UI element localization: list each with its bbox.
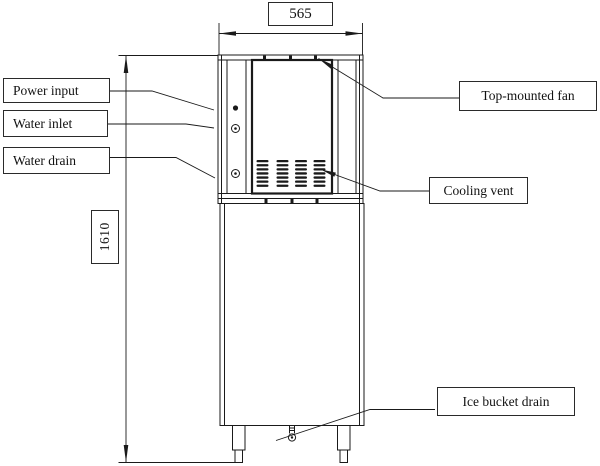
vent-slot xyxy=(313,176,326,179)
label-water-inlet: Water inlet xyxy=(3,110,108,137)
right-foot xyxy=(337,425,351,463)
vent-slot xyxy=(256,184,269,187)
label-power-input: Power input xyxy=(3,78,110,103)
top-fan-leader xyxy=(318,58,459,99)
vent-slot xyxy=(295,164,307,167)
label-ice-bucket-drain: Ice bucket drain xyxy=(437,387,575,416)
vent-slot xyxy=(295,176,307,179)
vent-slot xyxy=(313,184,326,187)
ice-bucket-drain-leader xyxy=(275,409,435,441)
vent-slot xyxy=(295,160,307,163)
label-water-drain: Water drain xyxy=(3,147,110,174)
dim-arrow-down-icon xyxy=(123,445,129,463)
water-drain-port-icon xyxy=(231,169,240,178)
leader-lines xyxy=(108,58,459,441)
vent-slot xyxy=(295,172,307,175)
dim-arrow-up-icon xyxy=(123,55,129,73)
vent-slot xyxy=(276,176,289,179)
cooling-vent-arrow-icon xyxy=(321,169,336,177)
water-inlet-leader xyxy=(108,123,215,129)
dimension-height-value: 1610 xyxy=(91,210,119,264)
vent-slot xyxy=(313,172,326,175)
vent-slot xyxy=(276,160,289,163)
width-dimension-lines xyxy=(218,23,363,55)
vent-slot xyxy=(313,180,326,183)
cooling-vent-leader xyxy=(320,169,429,192)
vent-slot xyxy=(313,160,326,163)
vent-slot xyxy=(295,168,307,171)
vent-slot xyxy=(256,168,269,171)
power-input-port-icon xyxy=(232,105,239,111)
water-inlet-port-icon xyxy=(231,124,240,133)
vent-slot xyxy=(256,180,269,183)
dim-arrow-left-icon xyxy=(219,31,236,36)
storage-bin-outline xyxy=(219,203,365,426)
top-fan-arrow-icon xyxy=(318,58,334,69)
vent-slot xyxy=(295,180,307,183)
top-panel-screws xyxy=(263,55,317,60)
dimension-width-value: 565 xyxy=(268,2,333,26)
bottom-band-screws xyxy=(264,198,319,203)
vent-slot xyxy=(276,164,289,167)
left-foot xyxy=(232,425,246,463)
vent-slot xyxy=(276,172,289,175)
cooling-vent-slots xyxy=(256,160,326,187)
vent-slot xyxy=(295,184,307,187)
ice-bucket-drain-fitting-icon xyxy=(287,425,297,442)
label-cooling-vent: Cooling vent xyxy=(429,177,528,204)
vent-slot xyxy=(256,176,269,179)
vent-slot xyxy=(313,164,326,167)
height-dimension-lines xyxy=(118,55,236,463)
vent-slot xyxy=(256,164,269,167)
power-input-leader xyxy=(110,90,215,111)
label-top-mounted-fan: Top-mounted fan xyxy=(459,81,597,111)
water-drain-leader xyxy=(110,157,216,179)
vent-slot xyxy=(276,168,289,171)
vent-slot xyxy=(256,160,269,163)
vent-slot xyxy=(276,180,289,183)
dimension-height-rotated-wrap: 1610 xyxy=(92,211,118,263)
vent-slot xyxy=(276,184,289,187)
dimension-height-text: 1610 xyxy=(97,222,112,252)
dim-arrow-right-icon xyxy=(345,31,363,36)
vent-slot xyxy=(256,172,269,175)
